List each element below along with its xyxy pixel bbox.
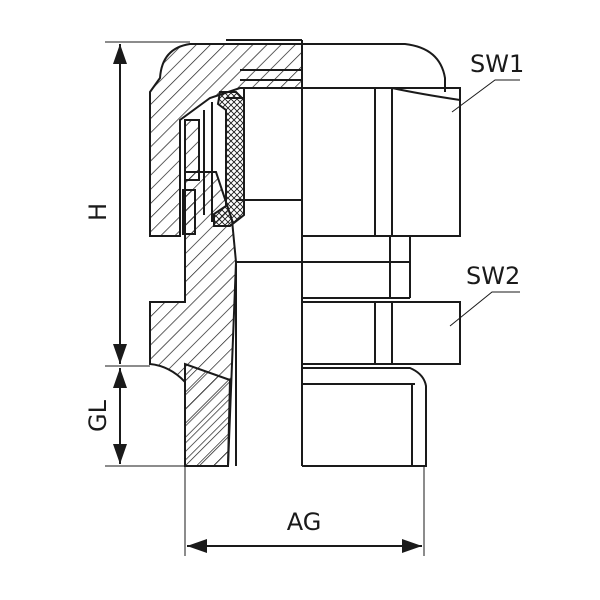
sw2-leader (449, 291, 520, 327)
seal-ring-lower (182, 189, 196, 235)
label-gl: GL (84, 399, 112, 432)
spigot-section (184, 362, 232, 467)
cap-nut-dome (302, 43, 446, 92)
label-sw2: SW2 (466, 262, 520, 290)
label-h: H (84, 203, 112, 221)
sw1-leader (451, 79, 520, 113)
label-ag: AG (287, 508, 322, 536)
thread-spigot (302, 367, 427, 467)
body-neck (302, 235, 411, 299)
cap-nut-hex (302, 87, 461, 237)
dimension-lines (105, 41, 520, 556)
clamp-finger (203, 97, 244, 222)
section-view (149, 39, 303, 467)
cap-nut-section (149, 43, 303, 237)
body-hex (302, 301, 461, 365)
exterior-view (302, 43, 461, 467)
label-sw1: SW1 (470, 50, 524, 78)
seal-ring (184, 119, 200, 181)
